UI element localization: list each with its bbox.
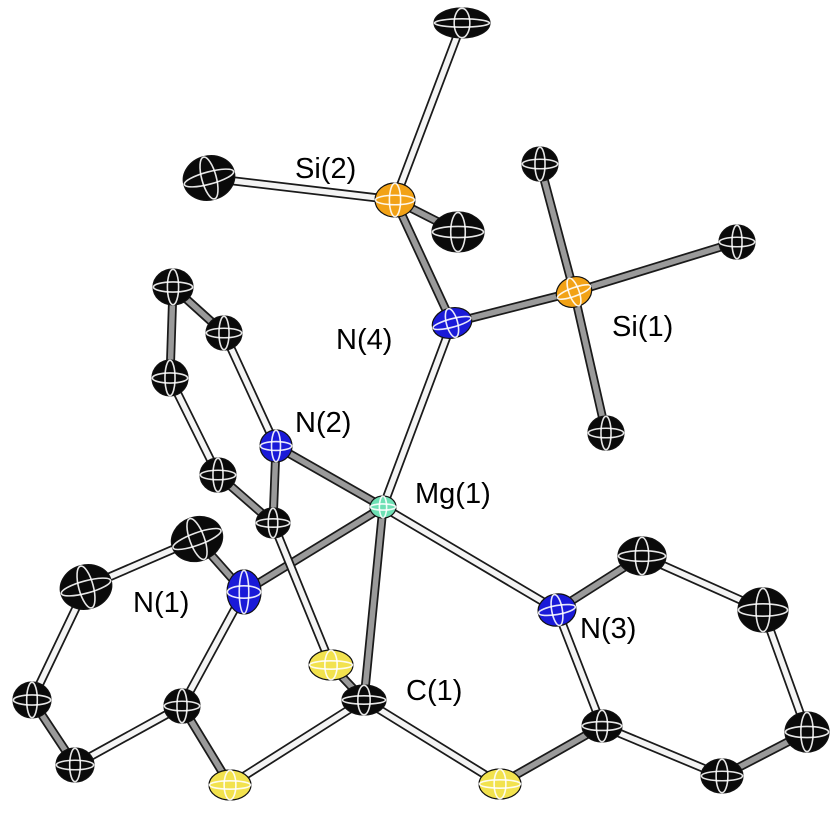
atom-r4 [199,457,237,493]
atom-n2 [259,429,293,463]
bond-si1-cm4 [535,159,579,297]
atom-n3 [537,593,577,627]
atom-s2 [208,769,252,801]
bonds-layer [27,18,812,790]
atom-p2 [59,564,113,610]
atom-si1 [555,276,593,308]
label-n4: N(4) [336,324,392,356]
bond-q5-s3 [495,721,607,789]
atom-r3 [151,359,189,397]
bond-mg1-n3 [378,502,562,615]
label-n1: N(1) [133,587,189,619]
bond-p4-p5 [70,701,187,770]
atom-cm2 [182,155,236,201]
label-mg1: Mg(1) [415,478,491,510]
bond-mg1-n4 [378,318,457,512]
atom-p4 [55,747,95,783]
atom-n4 [431,307,473,339]
atom-si2 [374,182,416,218]
atom-r2 [205,315,243,351]
atom-p3 [12,681,52,719]
atom-r1 [152,268,194,306]
label-n2: N(2) [295,407,351,439]
bond-si2-cm1 [390,18,467,205]
bond-si1-cm6 [569,287,611,438]
bond-q4-q5 [597,721,727,781]
bond-mg1-c1 [359,502,388,705]
label-si1: Si(1) [612,311,673,343]
atom-r5 [255,507,291,539]
atom-p1 [170,515,224,563]
atom-p5 [163,688,201,724]
label-c1: C(1) [406,675,462,707]
bond-n4-si1 [447,287,579,328]
bond-n4-si2 [390,195,457,328]
bond-r5-s1 [268,518,336,670]
bond-c1-s3 [359,695,505,789]
atom-s1 [308,649,354,681]
atom-q1 [617,536,667,576]
bond-mg1-n2 [271,441,388,512]
bond-p5-n1 [177,587,249,711]
bond-n2-r2 [219,328,281,451]
atom-n1 [226,569,262,615]
atoms-layer [12,7,830,801]
atom-q5 [581,709,623,743]
atom-q2 [737,587,789,633]
bond-q5-n3 [552,605,607,731]
atom-cm3 [431,211,485,253]
atom-q4 [700,758,744,794]
bond-c1-s2 [225,695,369,790]
label-si2: Si(2) [295,153,356,185]
atom-cm5 [718,224,756,260]
atom-cm6 [587,415,625,451]
atom-q3 [784,711,830,753]
atom-c1 [341,684,387,716]
atom-cm1 [433,7,491,39]
labels-layer: Si(2) Si(1) N(4) N(2) Mg(1) N(1) N(3) C(… [133,153,673,707]
atom-cm4 [521,146,559,182]
bond-si2-cm2 [204,173,400,205]
bond-si1-cm5 [569,237,742,297]
atom-mg1 [369,495,397,519]
atom-s3 [478,768,522,800]
label-n3: N(3) [580,613,636,645]
bond-mg1-n1 [239,502,388,597]
